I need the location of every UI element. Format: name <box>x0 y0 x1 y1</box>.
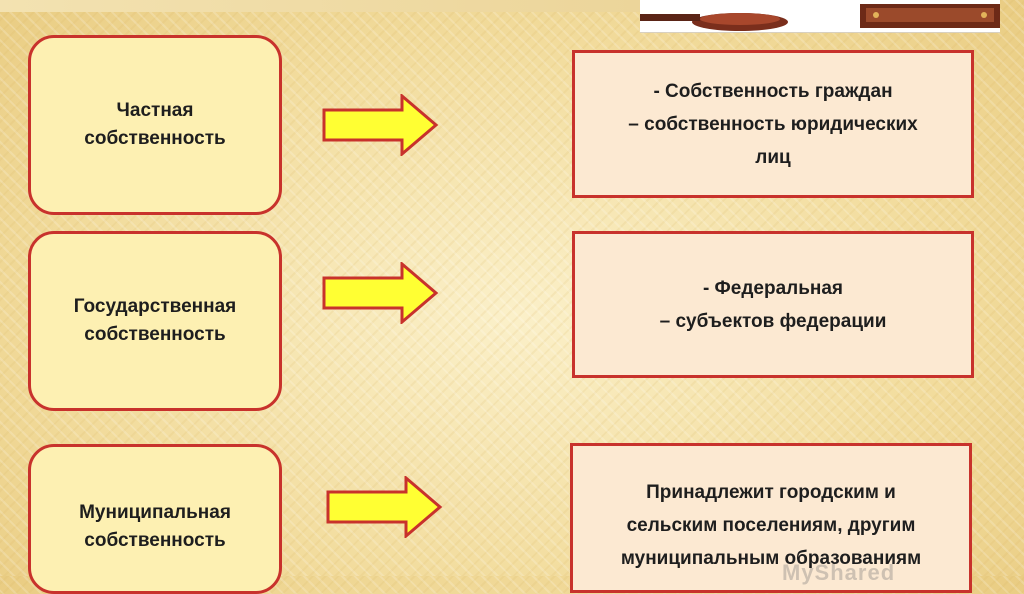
municipal-property-details: Принадлежит городским и сельским поселен… <box>620 482 922 569</box>
arrow-right-icon <box>326 476 443 538</box>
watermark: MyShared <box>782 560 896 585</box>
private-property-box: Частная собственность <box>28 35 282 215</box>
header-strip <box>0 0 640 12</box>
private-property-details-box: - Собственность граждан – собственность … <box>572 50 974 198</box>
state-property-details-box: - Федеральная – субъектов федерации <box>572 231 974 378</box>
municipal-property-details-box: Принадлежит городским и сельским поселен… <box>570 443 972 593</box>
private-property-label: Частная собственность <box>84 100 226 149</box>
arrow-right-icon <box>322 262 439 324</box>
state-property-details: - Федеральная – субъектов федерации <box>659 277 887 332</box>
header-photo <box>640 0 1000 33</box>
state-property-box: Государственная собственность <box>28 231 282 411</box>
state-property-label: Государственная собственность <box>73 296 237 345</box>
municipal-property-box: Муниципальная собственность <box>28 444 282 594</box>
private-property-details: - Собственность граждан – собственность … <box>628 80 918 168</box>
municipal-property-label: Муниципальная собственность <box>79 502 231 551</box>
arrow-right-icon <box>322 94 439 156</box>
